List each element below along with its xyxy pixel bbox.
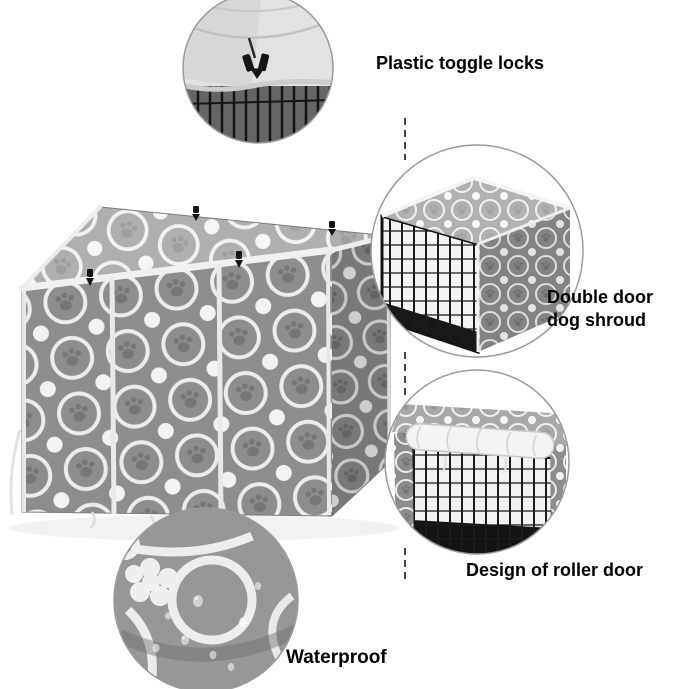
double-door-label: Double door dog shroud [547, 286, 653, 332]
toggle-lock-detail-icon [242, 53, 270, 79]
hanging-cord [9, 429, 22, 516]
toggle-clip-icon [192, 206, 200, 221]
inset-toggle-locks [182, 0, 334, 144]
flower-pattern-icon [125, 558, 178, 606]
toggle-locks-label: Plastic toggle locks [376, 53, 545, 73]
toggle-clip-icon [235, 251, 243, 268]
inset-double-door-shroud [370, 144, 584, 358]
rolled-door-icon [405, 422, 555, 460]
toggle-clip-icon [328, 221, 336, 236]
double-door-label-line2: dog shroud [547, 310, 646, 330]
toggle-clip-icon [86, 269, 94, 286]
inset-waterproof [113, 507, 299, 689]
crate-cover-product-photo [9, 205, 400, 541]
inset-roller-door [384, 369, 570, 555]
double-door-label-line1: Double door [547, 287, 653, 307]
roller-door-label: Design of roller door [466, 560, 644, 580]
waterproof-label: Waterproof [286, 647, 387, 668]
